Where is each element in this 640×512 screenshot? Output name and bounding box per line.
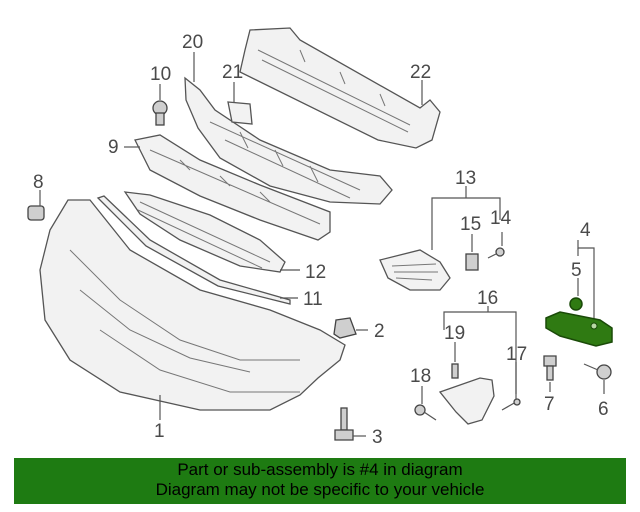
info-banner: Part or sub-assembly is #4 in diagram Di… xyxy=(14,458,626,504)
part-11-molding[interactable] xyxy=(96,195,291,305)
part-6-screw[interactable] xyxy=(583,363,612,380)
leader-16-bracket xyxy=(443,311,517,394)
part-14-screw[interactable] xyxy=(487,247,505,259)
part-1-bumper-cover[interactable] xyxy=(39,199,346,411)
callout-6: 6 xyxy=(598,399,609,420)
part-21-bracket[interactable] xyxy=(227,101,253,125)
part-4-bracket-highlighted[interactable] xyxy=(545,311,613,347)
leader-4-bracket xyxy=(577,240,595,324)
part-17-screw[interactable] xyxy=(501,398,521,411)
callout-7: 7 xyxy=(544,394,555,415)
part-15-pad[interactable] xyxy=(465,253,479,271)
part-12-grille[interactable] xyxy=(123,191,286,273)
callout-1: 1 xyxy=(154,421,165,442)
callout-13: 13 xyxy=(455,168,476,189)
callout-10: 10 xyxy=(150,64,171,85)
callout-16: 16 xyxy=(477,288,498,309)
banner-line-2: Diagram may not be specific to your vehi… xyxy=(155,480,485,499)
banner-line-1: Part or sub-assembly is #4 in diagram xyxy=(177,460,463,479)
part-16-side-bracket[interactable] xyxy=(438,377,495,425)
callout-5: 5 xyxy=(571,260,582,281)
callout-8: 8 xyxy=(33,172,44,193)
callout-18: 18 xyxy=(410,366,431,387)
part-3-bolt[interactable] xyxy=(334,407,354,441)
callout-3: 3 xyxy=(372,427,383,448)
callout-11: 11 xyxy=(303,289,323,310)
callout-21: 21 xyxy=(222,62,243,83)
callout-2: 2 xyxy=(374,321,385,342)
part-10-clip[interactable] xyxy=(152,100,168,126)
part-5-clip[interactable] xyxy=(569,297,583,311)
callout-19: 19 xyxy=(444,323,465,344)
callout-22: 22 xyxy=(410,62,431,83)
part-20-energy-absorber[interactable] xyxy=(184,76,393,205)
part-2-bracket[interactable] xyxy=(333,317,357,339)
callout-4: 4 xyxy=(580,220,591,241)
part-7-bolt[interactable] xyxy=(543,355,557,381)
callout-9: 9 xyxy=(108,137,119,158)
callout-12: 12 xyxy=(305,262,326,283)
callout-15: 15 xyxy=(460,214,481,235)
callout-17: 17 xyxy=(506,344,527,365)
callout-14: 14 xyxy=(490,208,512,229)
part-8-cap[interactable] xyxy=(27,205,45,221)
part-22-bumper-reinforcement[interactable] xyxy=(239,27,441,149)
part-13-fog-bezel[interactable] xyxy=(379,249,451,291)
part-18-bolt[interactable] xyxy=(414,404,437,421)
part-19-bolt[interactable] xyxy=(451,363,459,379)
callout-20: 20 xyxy=(182,32,203,53)
part-9-upper-support[interactable] xyxy=(134,134,331,241)
parts-diagram: 22 20 21 10 9 12 11 8 xyxy=(27,27,613,448)
